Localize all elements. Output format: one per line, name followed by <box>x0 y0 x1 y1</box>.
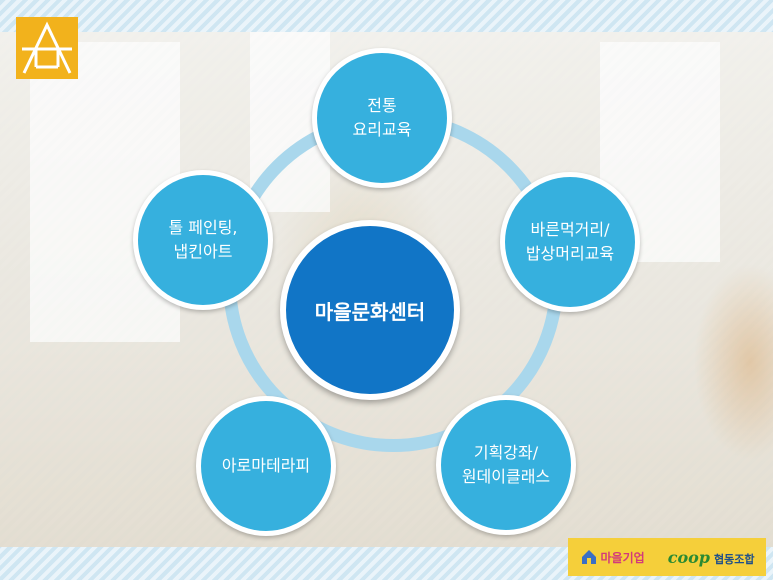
node-food-education: 바른먹거리/ 밥상머리교육 <box>500 172 640 312</box>
logo-mark-icon <box>22 21 72 74</box>
node-tole-painting: 톨 페인팅, 냅킨아트 <box>133 170 273 310</box>
node-label: 냅킨아트 <box>173 242 233 261</box>
node-label: 요리교육 <box>352 120 412 139</box>
coop-label: 협동조합 <box>714 552 755 566</box>
village-business-label: 마을기업 <box>600 550 645 565</box>
coop-wordmark: coop <box>667 547 710 567</box>
node-label: 톨 페인팅, <box>168 218 238 237</box>
node-label: 기획강좌/ <box>473 443 539 462</box>
node-aromatherapy: 아로마테라피 <box>196 396 336 536</box>
coop-logo: coop 협동조합 <box>668 548 755 567</box>
node-special-lectures: 기획강좌/ 원데이클래스 <box>436 395 576 535</box>
logo <box>16 17 78 79</box>
village-business-logo: 마을기업 <box>580 548 645 566</box>
node-traditional-cooking: 전통 요리교육 <box>312 48 452 188</box>
node-label: 원데이클래스 <box>461 467 551 486</box>
center-node: 마을문화센터 <box>280 220 460 400</box>
node-label: 전통 <box>367 96 397 115</box>
center-label: 마을문화센터 <box>314 299 426 324</box>
node-label: 밥상머리교육 <box>525 244 615 263</box>
node-label: 바른먹거리/ <box>530 220 610 239</box>
partner-logos: 마을기업 coop 협동조합 <box>568 538 766 576</box>
house-icon <box>581 550 596 564</box>
node-label: 아로마테라피 <box>221 456 311 475</box>
